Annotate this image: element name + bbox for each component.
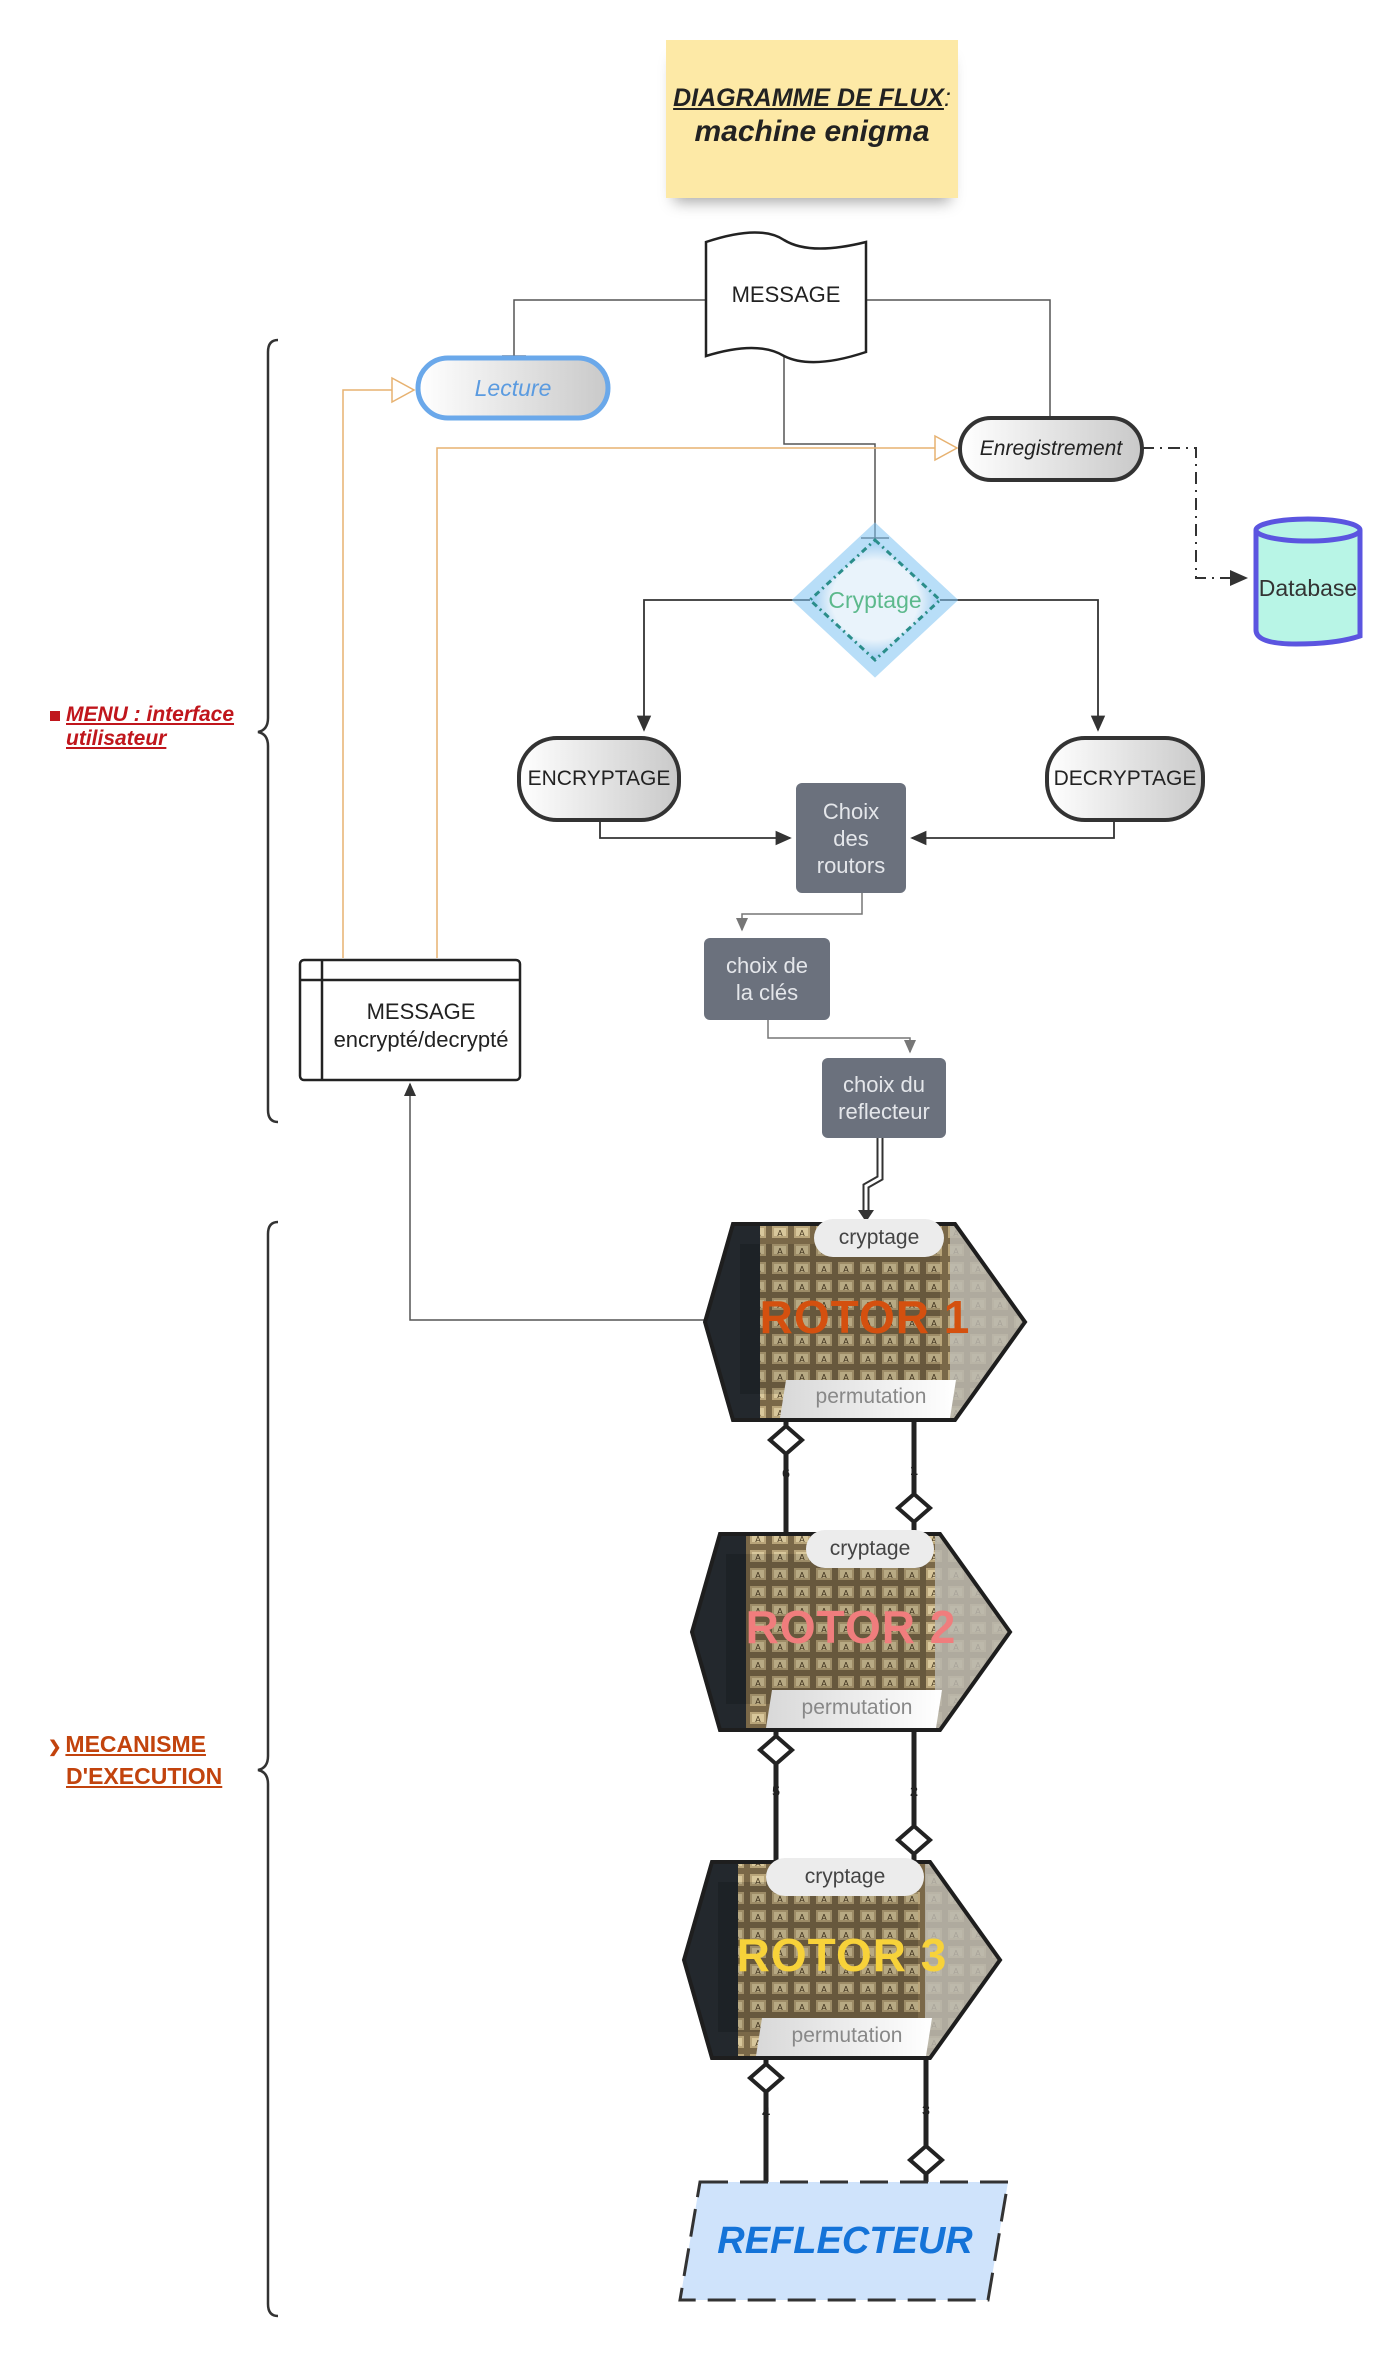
reflecteur-shape (678, 2180, 1010, 2302)
section-menu-line2: utilisateur (66, 727, 167, 750)
rotor-1-title[interactable]: ROTOR 1 (759, 1291, 971, 1343)
encryptage-label: ENCRYPTAGE (527, 767, 671, 790)
brace-menu (257, 338, 279, 1124)
rotor-2-title[interactable]: ROTOR 2 (745, 1601, 957, 1653)
square-bullet-icon (50, 711, 60, 721)
title-line1: DIAGRAMME DE FLUX (673, 84, 944, 112)
diamond-markers (746, 1423, 946, 2177)
choix-reflecteur-label: choix du reflecteur (838, 1072, 930, 1124)
connector-message-lecture (513, 299, 706, 356)
message-out-box (298, 958, 522, 1082)
reflecteur-label: REFLECTEUR (717, 2219, 973, 2262)
rotor-1-permutation-label: permutation (815, 1385, 927, 1408)
rotor-3-permutation-chip (756, 2018, 932, 2056)
message-label: MESSAGE (731, 282, 841, 307)
cryptage-label: Cryptage (828, 586, 922, 613)
connector-routors-cles (736, 893, 863, 932)
message-node[interactable]: MESSAGE (706, 270, 866, 320)
brace-mecanisme (257, 1220, 279, 2318)
section-menu-label: MENU : interface utilisateur (50, 703, 234, 751)
orange-line-lecture (342, 389, 392, 958)
connector-decryptage-routors (910, 820, 1115, 846)
choix-reflecteur-box[interactable]: choix du reflecteur (822, 1058, 946, 1138)
rotor-1-hexagon (702, 1222, 1028, 1422)
connector-cryptage-decryptage (940, 599, 1106, 732)
message-shape (704, 231, 868, 364)
connector-message-cryptage (783, 352, 876, 538)
rotor-3-top-label: cryptage (804, 1865, 886, 1888)
orange-line-enregistrement (436, 447, 935, 958)
section-mecanisme-label: ❯MECANISME D'EXECUTION (48, 1730, 222, 1790)
connector-number-2: 2 (910, 1783, 918, 1799)
section-menu-line1: MENU : interface (66, 703, 235, 726)
title-note: DIAGRAMME DE FLUX: machine enigma (666, 40, 958, 198)
reflecteur-node[interactable]: REFLECTEUR (690, 2182, 1000, 2300)
decryptage-pill (1045, 736, 1205, 822)
arrow-bullet-icon: ❯ (48, 1739, 62, 1756)
connector-number-6: 6 (782, 1465, 790, 1481)
rotor-1-top-label: cryptage (838, 1226, 920, 1249)
section-mecanisme-line2: D'EXECUTION (66, 1763, 223, 1789)
choix-routors-label: Choix des routors (816, 798, 886, 878)
choix-cles-label: choix de la clés (726, 953, 808, 1005)
connector-rotor1-message-out (404, 1082, 706, 1321)
title-line2: machine enigma (694, 115, 930, 148)
rotor-3-cryptage-chip: cryptage (766, 1858, 924, 1896)
cryptage-glow (791, 522, 959, 678)
message-out-line2: encrypté/decrypté (333, 1027, 509, 1052)
database-label: Database (1258, 574, 1358, 601)
decryptage-label: DECRYPTAGE (1053, 767, 1197, 790)
section-mecanisme-line1: MECANISME (65, 1731, 206, 1757)
connector-enregistrement-database (1142, 447, 1248, 586)
rotor-1-permutation-chip (780, 1380, 956, 1418)
message-out-node[interactable]: MESSAGE encrypté/decrypté (322, 998, 520, 1054)
decryptage-node[interactable]: DECRYPTAGE (1047, 738, 1203, 820)
connector-encryptage-routors (599, 820, 792, 846)
title-colon: : (943, 84, 951, 112)
lecture-pill (415, 355, 611, 421)
message-out-line1: MESSAGE (366, 999, 476, 1024)
rotor-3-title[interactable]: ROTOR 3 (736, 1929, 948, 1981)
database-node[interactable]: Database (1252, 560, 1364, 616)
cryptage-diamond (807, 537, 943, 663)
connector-number-1: 1 (910, 1462, 918, 1478)
rotor-1-cryptage-chip: cryptage (814, 1219, 944, 1257)
enregistrement-pill (958, 416, 1144, 482)
enregistrement-node[interactable]: Enregistrement (960, 418, 1142, 480)
lecture-label: Lecture (474, 374, 552, 401)
connector-number-3: 3 (922, 2102, 930, 2118)
rotor-2-permutation-label: permutation (801, 1696, 913, 1719)
rotor-2-permutation-chip (766, 1690, 942, 1728)
encryptage-pill (517, 736, 681, 822)
connector-message-enregistrement (866, 299, 1051, 418)
connector-number-5: 5 (772, 1783, 780, 1799)
connector-cles-reflecteur (767, 1020, 916, 1054)
rotor-2-cryptage-chip: cryptage (806, 1530, 934, 1568)
rotor-3-permutation-label: permutation (791, 2024, 903, 2047)
lecture-node[interactable]: Lecture (418, 358, 608, 418)
connector-reflecteur-rotor1 (862, 1138, 884, 1212)
enregistrement-label: Enregistrement (979, 437, 1123, 460)
connector-number-4: 4 (762, 2104, 770, 2120)
choix-routors-box[interactable]: Choix des routors (796, 783, 906, 893)
encryptage-node[interactable]: ENCRYPTAGE (519, 738, 679, 820)
cryptage-node[interactable]: Cryptage (810, 575, 940, 625)
rotor-2-top-label: cryptage (829, 1537, 911, 1560)
database-cylinder (1253, 516, 1363, 647)
connector-cryptage-encryptage (636, 599, 810, 732)
choix-cles-box[interactable]: choix de la clés (704, 938, 830, 1020)
